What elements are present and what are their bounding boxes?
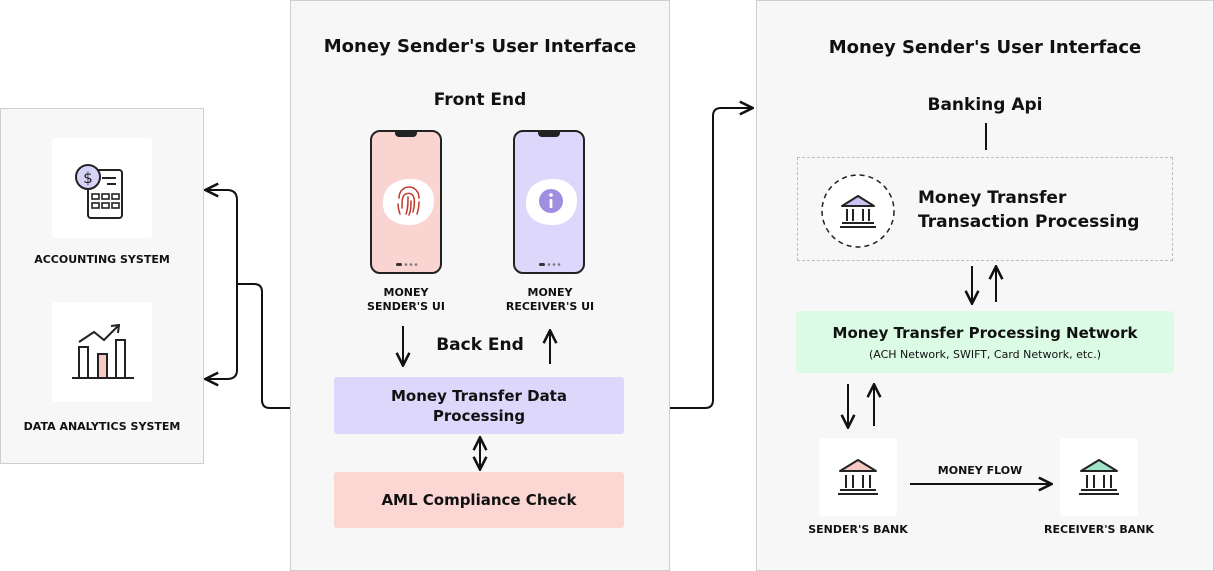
accounting-calculator-icon: $: [75, 164, 123, 219]
accounting-system-tile: $: [52, 138, 152, 238]
money-flow-label: MONEY FLOW: [937, 464, 1023, 477]
page-indicator-dots: [396, 263, 418, 266]
page-indicator-dots: [539, 263, 561, 266]
receiver-ui-label-line2: RECEIVER'S UI: [505, 300, 595, 313]
right-panel-title: Money Sender's User Interface: [828, 37, 1142, 58]
data-analytics-label: DATA ANALYTICS SYSTEM: [23, 420, 181, 433]
data-processing-box: Money Transfer Data Processing: [334, 377, 624, 434]
back-end-heading: Back End: [436, 335, 524, 355]
arrow-to-banking-api: [670, 108, 751, 409]
aml-compliance-box: AML Compliance Check: [334, 472, 624, 528]
sender-phone-mockup: [370, 130, 442, 274]
middle-panel-title: Money Sender's User Interface: [323, 36, 637, 57]
connector-to-external-systems: [237, 283, 290, 409]
transaction-processing-line2: Transaction Processing: [918, 212, 1140, 232]
phone-notch: [395, 132, 417, 137]
bar-chart-trend-icon: [72, 323, 134, 379]
svg-text:$: $: [83, 169, 93, 187]
data-processing-line1: Money Transfer Data: [391, 386, 567, 405]
sender-bank-tile: [819, 438, 897, 516]
receiver-ui-label-line1: MONEY: [527, 286, 573, 299]
banking-api-heading: Banking Api: [927, 95, 1043, 115]
info-icon: [525, 178, 577, 226]
transaction-processing-label: Money Transfer Transaction Processing: [918, 186, 1139, 234]
sender-bank-label: SENDER'S BANK: [808, 523, 908, 536]
arrow-to-analytics: [207, 284, 238, 379]
accounting-system-label: ACCOUNTING SYSTEM: [34, 253, 170, 266]
sender-ui-label: MONEY SENDER'S UI: [336, 286, 476, 314]
phone-notch: [538, 132, 560, 137]
processing-network-title: Money Transfer Processing Network: [832, 323, 1138, 342]
fingerprint-icon: [382, 178, 434, 226]
receiver-bank-label: RECEIVER'S BANK: [1044, 523, 1154, 536]
sender-ui-label-line1: MONEY: [383, 286, 429, 299]
bank-circle-icon: [821, 174, 895, 248]
transaction-processing-box: [797, 157, 1173, 261]
sender-ui-label-line2: SENDER'S UI: [367, 300, 445, 313]
processing-network-box: Money Transfer Processing Network (ACH N…: [796, 311, 1174, 373]
receiver-phone-mockup: [513, 130, 585, 274]
data-processing-line2: Processing: [432, 406, 526, 425]
receiver-bank-tile: [1060, 438, 1138, 516]
aml-compliance-label: AML Compliance Check: [381, 491, 577, 509]
receiver-bank-icon: [1079, 459, 1119, 495]
data-analytics-tile: [52, 302, 152, 402]
receiver-ui-label: MONEY RECEIVER'S UI: [480, 286, 620, 314]
processing-network-subtitle: (ACH Network, SWIFT, Card Network, etc.): [868, 347, 1101, 361]
transaction-processing-line1: Money Transfer: [918, 188, 1067, 208]
arrow-to-accounting: [207, 190, 238, 284]
front-end-heading: Front End: [433, 90, 527, 110]
sender-bank-icon: [838, 459, 878, 495]
